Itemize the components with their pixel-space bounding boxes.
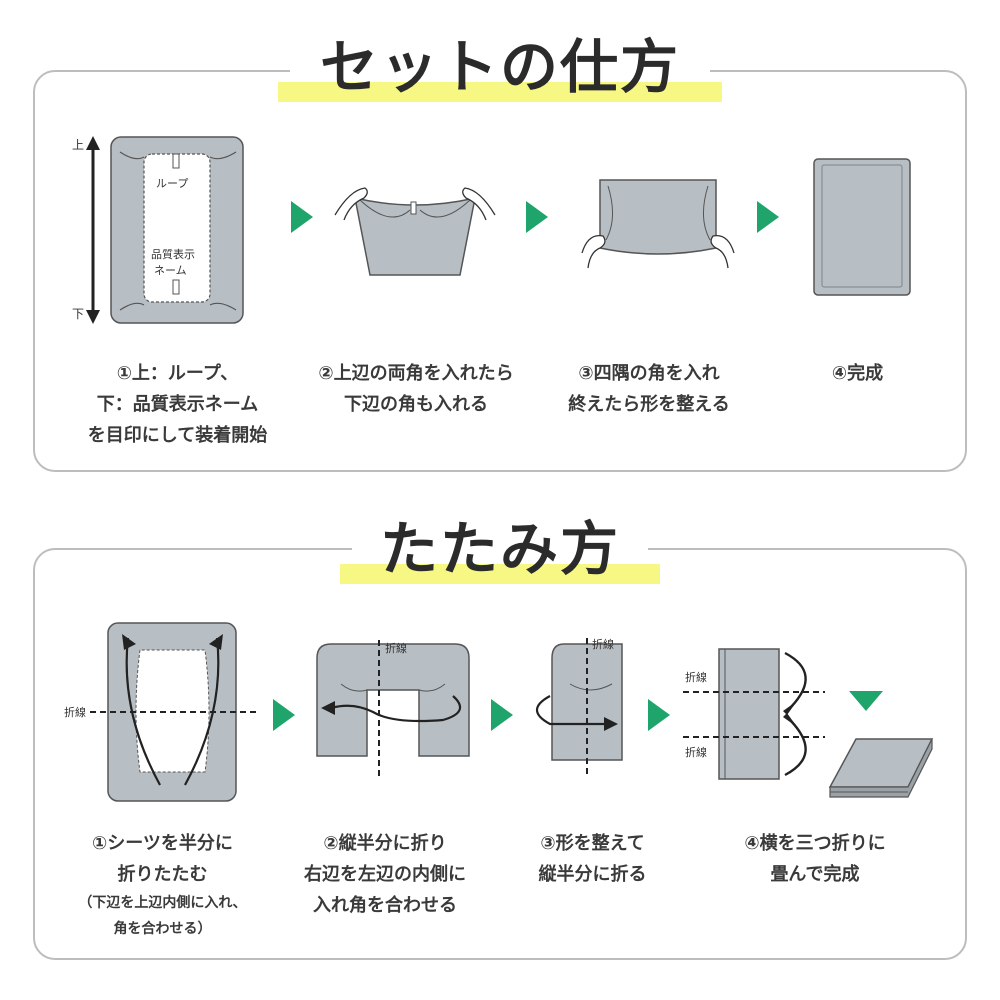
- set-step1-caption: ①上：ループ、 下：品質表示ネーム を目印にして装着開始: [87, 363, 268, 446]
- fold-up-arrows: [122, 634, 223, 786]
- fold-step1-illustration: 折線: [64, 622, 256, 802]
- set-step2-illustration: [334, 187, 496, 276]
- label-tag-line2: ネーム: [154, 264, 187, 277]
- fold-line-label: 折線: [685, 745, 707, 759]
- label-bottom: 下: [72, 307, 84, 321]
- label-loop: ループ: [156, 177, 188, 190]
- fold-line-label: 折線: [385, 641, 407, 655]
- label-top: 上: [72, 138, 84, 152]
- step-arrow-icon: [526, 201, 548, 233]
- up-down-arrow: [86, 136, 100, 324]
- title-highlight: [277, 82, 722, 102]
- fold-step3-caption: ③形を整えて 縦半分に折る: [538, 833, 647, 885]
- hand-right-icon: [710, 234, 735, 269]
- hand-right-icon: [462, 187, 496, 221]
- title-highlight: [339, 564, 660, 584]
- loop-marker: [172, 153, 180, 169]
- step-arrow-icon: [491, 699, 513, 731]
- step-arrow-icon: [648, 699, 670, 731]
- fold-right-arrow: [535, 695, 618, 731]
- step-arrow-icon: [291, 201, 313, 233]
- hand-left-icon: [581, 234, 606, 269]
- step-arrow-icon: [757, 201, 779, 233]
- sheet-being-fitted: [599, 179, 717, 255]
- label-tag-line1: 品質表示: [151, 247, 195, 261]
- fitted-mattress: [813, 158, 911, 296]
- fold-line-label: 折線: [685, 670, 707, 684]
- fold-step2-caption: ②縦半分に折り 右辺を左辺の内側に 入れ角を合わせる: [304, 833, 466, 916]
- set-step2-caption: ②上辺の両角を入れたら 下辺の角も入れる: [318, 363, 514, 415]
- set-step3-illustration: [581, 179, 735, 269]
- tag-marker: [172, 279, 180, 295]
- fold-section-title: たたみ方: [339, 520, 660, 584]
- fold-line-label: 折線: [592, 637, 614, 651]
- fold-step2-illustration: 折線: [316, 640, 470, 776]
- step-arrow-icon: [273, 699, 295, 731]
- set-step4-illustration: [813, 158, 911, 296]
- fold-curl-arrows: [783, 651, 807, 777]
- fold-step4-illustration: 折線 折線: [683, 648, 825, 780]
- fold-step3-illustration: 折線: [535, 637, 623, 776]
- set-section-title: セットの仕方: [277, 38, 722, 102]
- hand-left-icon: [334, 187, 368, 221]
- set-step3-caption: ③四隅の角を入れ 終えたら形を整える: [568, 363, 730, 415]
- step-arrow-down-icon: [849, 691, 883, 711]
- sheet-being-fitted: [354, 197, 476, 276]
- set-step4-caption: ④完成: [831, 363, 884, 384]
- fold-step4-caption: ④横を三つ折りに 畳んで完成: [744, 833, 886, 885]
- fold-step1-caption: ①シーツを半分に 折りたたむ （下辺を上辺内側に入れ、 角を合わせる）: [78, 833, 247, 937]
- folded-sheet: [718, 648, 780, 780]
- fold-left-arrow: [321, 695, 462, 723]
- set-step1-illustration: 上 下 ループ 品質表示 ネーム: [72, 136, 244, 324]
- fold-section-title-wrap: たたみ方: [0, 520, 1000, 584]
- fold-line-label: 折線: [64, 705, 86, 719]
- folded-sheet: [316, 643, 470, 757]
- folded-complete-illustration: [828, 738, 934, 798]
- set-section-title-wrap: セットの仕方: [0, 38, 1000, 102]
